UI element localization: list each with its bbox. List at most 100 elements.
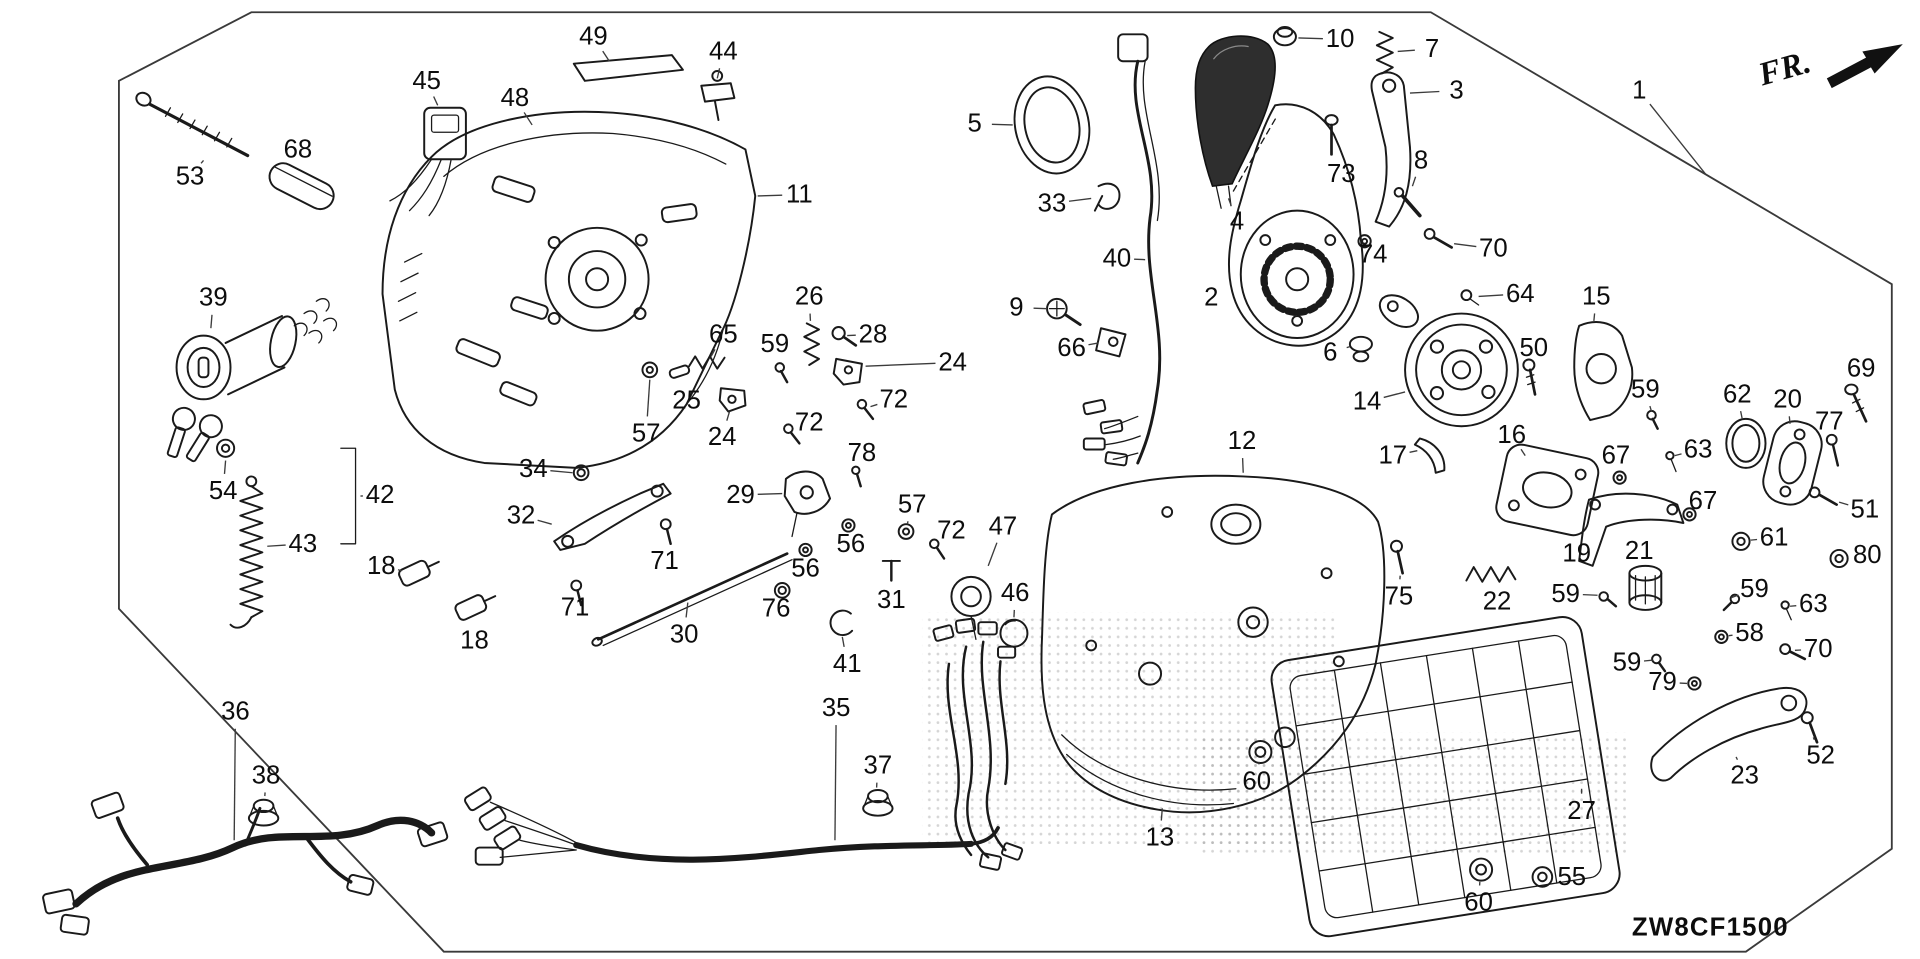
part-67-washer-b bbox=[1682, 507, 1697, 522]
leader-line-8 bbox=[1411, 176, 1417, 187]
part-19-arm bbox=[1578, 492, 1685, 567]
part-20-plate bbox=[1762, 420, 1823, 506]
part-label-63: 63 bbox=[1799, 590, 1828, 618]
part-label-9: 9 bbox=[1009, 293, 1023, 321]
part-label-6: 6 bbox=[1323, 339, 1337, 367]
leader-line-39 bbox=[210, 314, 213, 329]
part-57-washer-b bbox=[897, 523, 915, 540]
leader-line-62 bbox=[1739, 411, 1743, 420]
part-label-68: 68 bbox=[284, 135, 313, 163]
part-label-59: 59 bbox=[1631, 375, 1660, 403]
part-label-71: 71 bbox=[561, 593, 590, 621]
leader-line-61 bbox=[1750, 538, 1758, 541]
part-78-screw bbox=[851, 465, 862, 488]
part-54-washer bbox=[216, 438, 236, 458]
part-label-74: 74 bbox=[1359, 241, 1388, 269]
wire-bundle bbox=[932, 617, 1024, 871]
part-label-70: 70 bbox=[1479, 235, 1508, 263]
part-label-41: 41 bbox=[833, 650, 862, 678]
part-label-80: 80 bbox=[1853, 541, 1882, 569]
part-60-nut-b bbox=[1469, 857, 1494, 882]
leader-line-57 bbox=[646, 379, 651, 417]
leader-line-54 bbox=[223, 460, 227, 475]
part-label-17: 17 bbox=[1378, 442, 1407, 470]
part-41-circlip bbox=[829, 609, 854, 636]
part-label-72: 72 bbox=[937, 516, 966, 544]
part-23-handle bbox=[1650, 686, 1808, 782]
leader-line-24 bbox=[726, 411, 731, 421]
part-label-64: 64 bbox=[1506, 280, 1535, 308]
part-7-spring bbox=[1375, 30, 1394, 75]
part-36-wire-harness bbox=[42, 791, 449, 936]
fr-orientation-label: FR. bbox=[1754, 44, 1815, 93]
part-14-drum-assembly bbox=[1378, 294, 1519, 428]
part-label-1: 1 bbox=[1632, 77, 1646, 105]
leader-line-63 bbox=[1674, 453, 1682, 457]
part-label-53: 53 bbox=[176, 162, 205, 190]
leader-line-16 bbox=[1520, 448, 1526, 456]
part-10-cap-nut bbox=[1272, 25, 1297, 47]
part-label-34: 34 bbox=[519, 455, 548, 483]
part-27-grille-plate bbox=[1270, 616, 1621, 938]
leader-line-64 bbox=[1478, 294, 1504, 298]
part-69-screw bbox=[1844, 383, 1868, 423]
part-label-46: 46 bbox=[1001, 579, 1030, 607]
part-label-44: 44 bbox=[709, 37, 738, 65]
leader-line-13 bbox=[1160, 808, 1163, 821]
part-55-nut bbox=[1531, 866, 1554, 888]
part-label-56: 56 bbox=[837, 530, 866, 558]
part-65-spring bbox=[688, 355, 726, 370]
part-32-arm-plate bbox=[553, 482, 672, 551]
part-label-76: 76 bbox=[762, 595, 791, 623]
part-24-latch-b bbox=[718, 387, 747, 413]
part-57-washer-a bbox=[641, 361, 659, 379]
leader-line-53 bbox=[200, 160, 205, 164]
leader-line-17 bbox=[1409, 450, 1418, 453]
diagram-border bbox=[118, 11, 1893, 953]
part-label-4: 4 bbox=[1230, 208, 1244, 236]
part-label-25: 25 bbox=[672, 387, 701, 415]
leader-line-59 bbox=[1643, 659, 1653, 662]
part-label-43: 43 bbox=[289, 530, 318, 558]
part-label-50: 50 bbox=[1519, 334, 1548, 362]
leader-line-35 bbox=[834, 725, 837, 841]
part-5-gasket-ring bbox=[1013, 75, 1091, 175]
leader-line-72 bbox=[870, 403, 878, 408]
part-28-bolt bbox=[831, 326, 858, 347]
part-3-arm bbox=[1370, 71, 1412, 228]
part-label-22: 22 bbox=[1483, 587, 1512, 615]
part-80-nut bbox=[1829, 548, 1849, 569]
part-17-clip bbox=[1413, 437, 1446, 474]
part-9-screw bbox=[1046, 297, 1082, 327]
part-35-cable-assembly bbox=[463, 786, 1000, 866]
part-label-39: 39 bbox=[199, 284, 228, 312]
leader-line-66 bbox=[1088, 342, 1099, 346]
part-label-63: 63 bbox=[1684, 436, 1713, 464]
part-29-arm bbox=[783, 470, 832, 538]
leader-line-51 bbox=[1838, 501, 1849, 506]
part-24-latch-a bbox=[832, 357, 863, 386]
part-label-59: 59 bbox=[1613, 649, 1642, 677]
part-label-2: 2 bbox=[1204, 284, 1218, 312]
part-4-control-grip bbox=[1194, 35, 1276, 209]
part-label-12: 12 bbox=[1228, 427, 1257, 455]
part-label-23: 23 bbox=[1730, 761, 1759, 789]
part-25-pin bbox=[668, 364, 691, 379]
part-label-59: 59 bbox=[761, 330, 790, 358]
part-label-52: 52 bbox=[1806, 742, 1835, 770]
part-label-48: 48 bbox=[501, 84, 530, 112]
part-label-60: 60 bbox=[1464, 889, 1493, 917]
part-59-screw-4 bbox=[1722, 593, 1741, 612]
leader-line-1 bbox=[1649, 103, 1706, 175]
part-37-grommet bbox=[862, 789, 894, 817]
part-59-screw-3 bbox=[1598, 591, 1618, 608]
part-43-spring bbox=[229, 475, 264, 629]
part-label-71: 71 bbox=[650, 547, 679, 575]
part-50-screw bbox=[1522, 358, 1537, 396]
leader-line-57 bbox=[906, 521, 909, 525]
part-label-73: 73 bbox=[1327, 160, 1356, 188]
part-18-connector-a bbox=[398, 559, 440, 587]
part-53-screw bbox=[135, 91, 250, 158]
leader-line-44 bbox=[716, 68, 721, 79]
part-71-screw-b bbox=[570, 579, 583, 607]
